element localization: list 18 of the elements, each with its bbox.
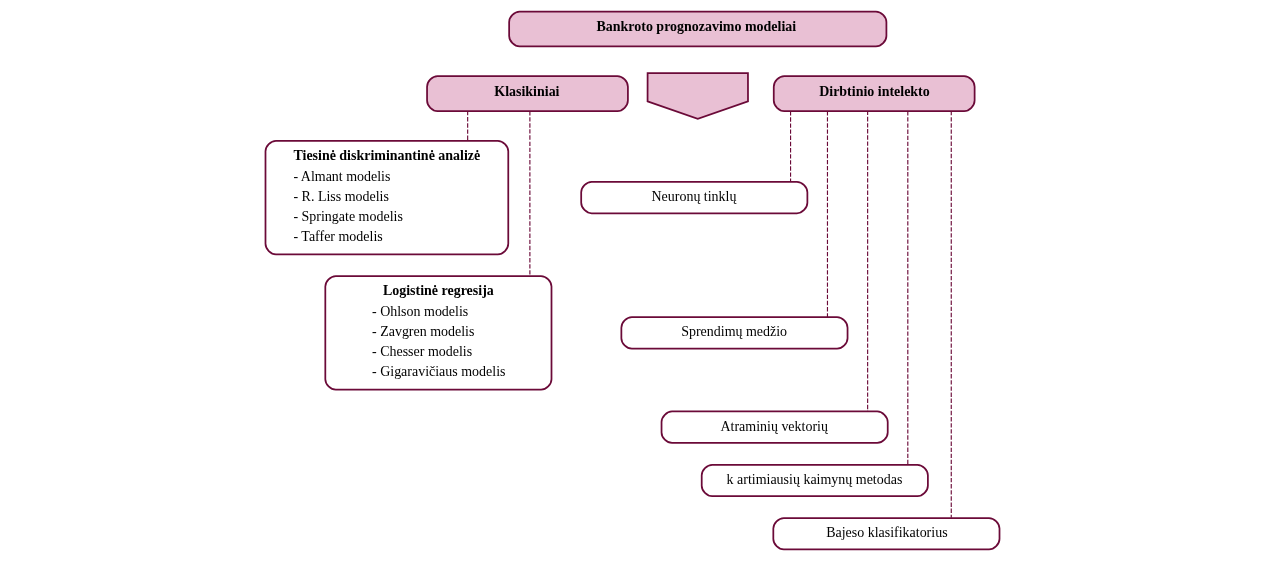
connector (950, 110, 952, 519)
connector (529, 110, 531, 277)
node-box: Neuronų tinklų (580, 180, 809, 215)
node-box: k artimiausių kaimynų metodas (700, 463, 929, 498)
node-box: Bajeso klasifikatorius (772, 517, 1001, 551)
node-box: Klasikiniai (426, 75, 629, 112)
node-box: Tiesinė diskriminantinė analizė - Almant modelis - R. Liss modelis - Springate modelis - Taffer modelis (264, 139, 510, 256)
connector (790, 110, 792, 183)
connector (467, 110, 469, 142)
node-box: Sprendimų medžio (620, 316, 849, 350)
connector (907, 110, 909, 466)
connector (867, 110, 869, 413)
node-box: Dirbtinio intelekto (772, 75, 976, 112)
node-box: Logistinė regresija - Ohlson modelis - Zavgren modelis - Chesser modelis - Gigaravičiaus modelis (324, 275, 553, 391)
node-arrow (646, 72, 749, 120)
connector (826, 110, 829, 318)
node-box: Bankroto prognozavimo modeliai (508, 10, 888, 48)
node-box: Atraminių vektorių (660, 410, 889, 444)
